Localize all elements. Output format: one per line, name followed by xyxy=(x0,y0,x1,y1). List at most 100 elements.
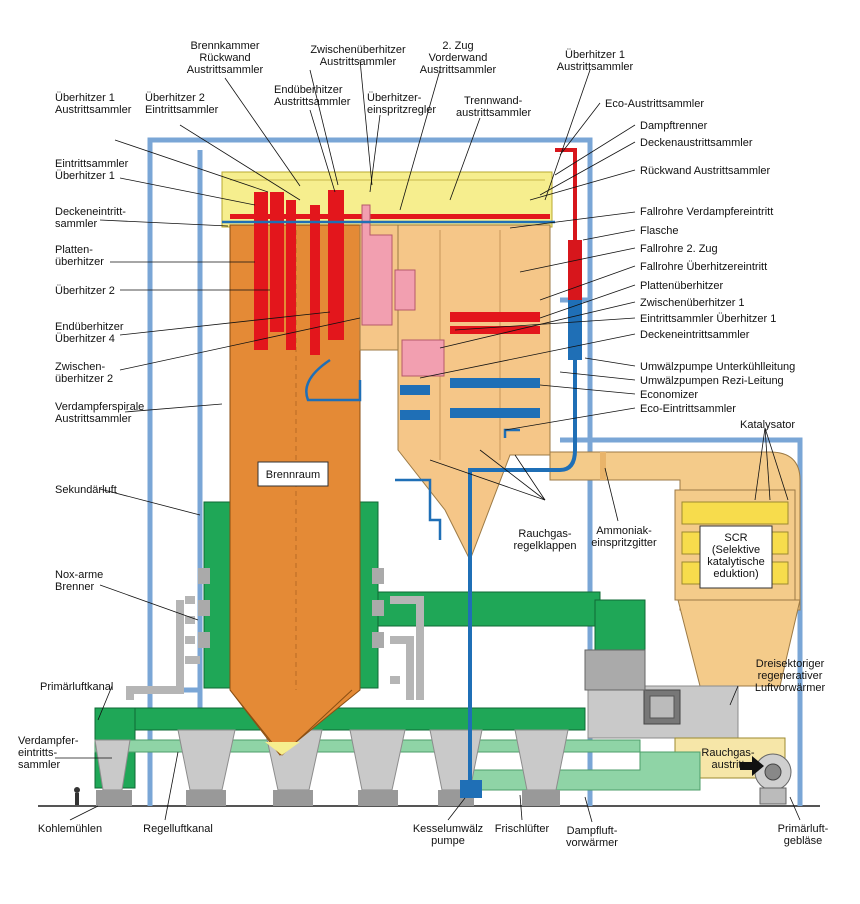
svg-text:Brennkammer: Brennkammer xyxy=(190,40,259,52)
svg-text:Zwischenüberhitzer: Zwischenüberhitzer xyxy=(310,44,406,56)
svg-text:eduktion): eduktion) xyxy=(713,568,758,580)
svg-text:Eintrittsammler: Eintrittsammler xyxy=(55,158,129,170)
svg-text:Eco-Austrittsammler: Eco-Austrittsammler xyxy=(605,98,704,110)
svg-text:gebläse: gebläse xyxy=(784,835,823,847)
svg-text:Überhitzer 1: Überhitzer 1 xyxy=(55,170,115,182)
svg-text:Luftvorwärmer: Luftvorwärmer xyxy=(755,682,826,694)
svg-text:Endüberhitzer: Endüberhitzer xyxy=(274,84,343,96)
svg-text:Eintrittsammler: Eintrittsammler xyxy=(145,104,219,116)
svg-text:Überhitzer 4: Überhitzer 4 xyxy=(55,333,115,345)
svg-text:Endüberhitzer: Endüberhitzer xyxy=(55,321,124,333)
svg-text:Rückwand Austrittsammler: Rückwand Austrittsammler xyxy=(640,165,771,177)
svg-text:regelklappen: regelklappen xyxy=(514,540,577,552)
svg-text:Austrittsammler: Austrittsammler xyxy=(420,64,497,76)
svg-text:Dampftrenner: Dampftrenner xyxy=(640,120,708,132)
svg-text:Plattenüberhitzer: Plattenüberhitzer xyxy=(640,280,723,292)
label-zug2-vorderwand: 2. Zug Vorderwand Austrittsammler xyxy=(420,40,497,76)
coal-mills xyxy=(94,729,569,806)
svg-text:vorwärmer: vorwärmer xyxy=(566,837,618,849)
labels-right-column: Eco-Austrittsammler Dampftrenner Deckena… xyxy=(605,98,795,431)
svg-text:Verdampferspirale: Verdampferspirale xyxy=(55,401,144,413)
svg-text:pumpe: pumpe xyxy=(431,835,465,847)
coal-pipes xyxy=(126,596,424,700)
svg-text:Fallrohre 2. Zug: Fallrohre 2. Zug xyxy=(640,243,718,255)
svg-text:Dreisektoriger: Dreisektoriger xyxy=(756,658,825,670)
pump-icon xyxy=(460,780,482,798)
svg-text:Dampfluft-: Dampfluft- xyxy=(567,825,618,837)
label-ueberhitzer1-austritt-left: Überhitzer 1 Austrittsammler xyxy=(55,92,132,116)
svg-text:Deckeneintritt-: Deckeneintritt- xyxy=(55,206,126,218)
svg-text:Überhitzer 2: Überhitzer 2 xyxy=(145,92,205,104)
svg-text:Fallrohre Überhitzereintritt: Fallrohre Überhitzereintritt xyxy=(640,261,767,273)
svg-text:eintritts-: eintritts- xyxy=(18,747,57,759)
svg-text:Fallrohre Verdampfereintritt: Fallrohre Verdampfereintritt xyxy=(640,206,773,218)
label-endueberhitzer-austritt: Endüberhitzer Austrittsammler xyxy=(274,84,351,108)
svg-text:SCR: SCR xyxy=(724,532,747,544)
label-ueberhitzer1-austritt-top: Überhitzer 1 Austrittsammler xyxy=(557,49,634,73)
fan-icon xyxy=(754,753,792,805)
svg-text:austritt: austritt xyxy=(711,759,744,771)
svg-text:Brennraum: Brennraum xyxy=(266,469,320,481)
svg-text:Kohlemühlen: Kohlemühlen xyxy=(38,823,102,835)
scr-label: SCR (Selektive katalytische eduktion) xyxy=(707,532,764,580)
svg-text:Flasche: Flasche xyxy=(640,225,679,237)
svg-text:Rückwand: Rückwand xyxy=(199,52,250,64)
svg-text:sammler: sammler xyxy=(55,218,98,230)
labels-left-column: Eintrittsammler Überhitzer 1 Deckeneintr… xyxy=(18,158,144,771)
svg-text:sammler: sammler xyxy=(18,759,61,771)
svg-text:Trennwand-: Trennwand- xyxy=(464,95,523,107)
label-trennwand: Trennwand- austrittsammler xyxy=(456,95,532,119)
svg-text:Überhitzer 1: Überhitzer 1 xyxy=(55,92,115,104)
svg-text:Eintrittsammler Überhitzer 1: Eintrittsammler Überhitzer 1 xyxy=(640,313,776,325)
svg-text:Austrittsammler: Austrittsammler xyxy=(320,56,397,68)
svg-text:einspritzgitter: einspritzgitter xyxy=(591,537,657,549)
reheater-panels xyxy=(361,204,445,377)
svg-text:Brenner: Brenner xyxy=(55,581,94,593)
svg-text:Austrittsammler: Austrittsammler xyxy=(55,413,132,425)
svg-text:(Selektive: (Selektive xyxy=(712,544,760,556)
svg-text:Austrittsammler: Austrittsammler xyxy=(557,61,634,73)
labels-middle: Rauchgas- regelklappen Ammoniak- einspri… xyxy=(514,525,826,771)
labels-bottom: Kohlemühlen Regelluftkanal Kesselumwälz … xyxy=(38,823,829,849)
second-pass xyxy=(397,224,551,562)
brennraum-label: Brennraum xyxy=(257,461,329,487)
svg-text:Eco-Eintrittsammler: Eco-Eintrittsammler xyxy=(640,403,736,415)
svg-text:Austrittsammler: Austrittsammler xyxy=(187,64,264,76)
svg-text:Überhitzer 1: Überhitzer 1 xyxy=(565,49,625,61)
svg-text:überhitzer 2: überhitzer 2 xyxy=(55,373,113,385)
svg-text:Regelluftkanal: Regelluftkanal xyxy=(143,823,213,835)
svg-text:Ammoniak-: Ammoniak- xyxy=(596,525,652,537)
svg-text:Deckenaustrittsammler: Deckenaustrittsammler xyxy=(640,137,753,149)
svg-text:Verdampfer-: Verdampfer- xyxy=(18,735,79,747)
scr-label-box xyxy=(699,525,773,589)
person-icon xyxy=(74,787,80,805)
economizer-banks xyxy=(400,378,540,420)
label-einspritzregler: Überhitzer- einspritzregler xyxy=(367,92,436,116)
svg-text:Sekundärluft: Sekundärluft xyxy=(55,484,117,496)
svg-text:2. Zug: 2. Zug xyxy=(442,40,473,52)
svg-text:Zwischenüberhitzer 1: Zwischenüberhitzer 1 xyxy=(640,297,745,309)
svg-text:Nox-arme: Nox-arme xyxy=(55,569,103,581)
svg-text:überhitzer: überhitzer xyxy=(55,256,104,268)
svg-text:Austrittsammler: Austrittsammler xyxy=(55,104,132,116)
label-ueberhitzer2-eintritt: Überhitzer 2 Eintrittsammler xyxy=(145,92,219,116)
svg-text:Überhitzer-: Überhitzer- xyxy=(367,92,422,104)
svg-text:Überhitzer 2: Überhitzer 2 xyxy=(55,285,115,297)
label-zwischenueberhitzer-austritt: Zwischenüberhitzer Austrittsammler xyxy=(310,44,406,68)
svg-text:Rauchgas-: Rauchgas- xyxy=(518,528,572,540)
separator xyxy=(555,148,582,360)
svg-text:Zwischen-: Zwischen- xyxy=(55,361,105,373)
svg-text:Kesselumwälz: Kesselumwälz xyxy=(413,823,483,835)
svg-text:Umwälzpumpen Rezi-Leitung: Umwälzpumpen Rezi-Leitung xyxy=(640,375,784,387)
scr-reactor xyxy=(674,489,801,687)
svg-text:katalytische: katalytische xyxy=(707,556,764,568)
svg-text:Economizer: Economizer xyxy=(640,389,698,401)
svg-text:Primärluftkanal: Primärluftkanal xyxy=(40,681,113,693)
svg-text:Deckeneintrittsammler: Deckeneintrittsammler xyxy=(640,329,750,341)
svg-text:einspritzregler: einspritzregler xyxy=(367,104,436,116)
svg-text:Primärluft-: Primärluft- xyxy=(778,823,829,835)
svg-text:Frischlüfter: Frischlüfter xyxy=(495,823,550,835)
svg-text:Katalysator: Katalysator xyxy=(740,419,795,431)
